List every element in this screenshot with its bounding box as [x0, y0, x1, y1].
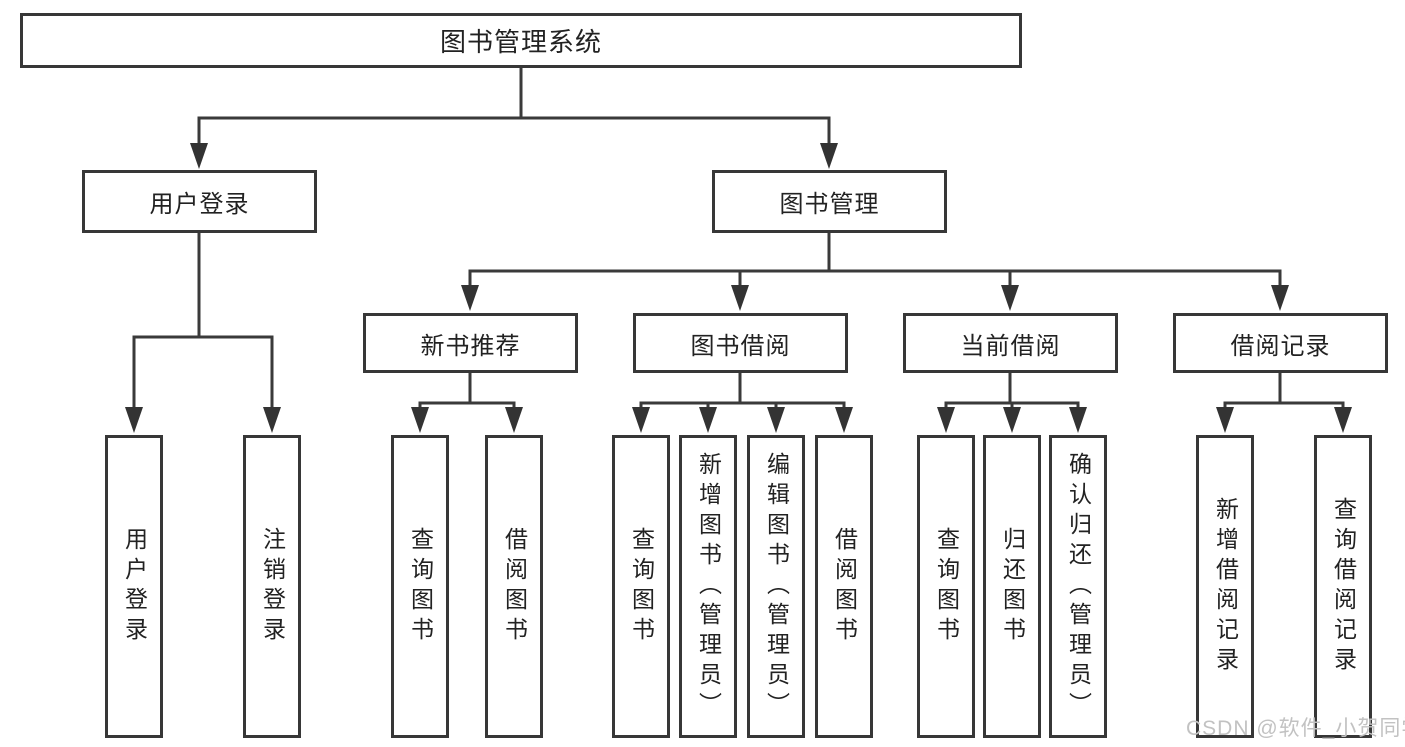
arrowhead	[1003, 407, 1021, 433]
leaf-records-add-record: 新增借阅记录	[1196, 435, 1254, 738]
arrowhead	[461, 285, 479, 311]
arrowhead	[1271, 285, 1289, 311]
arrowhead	[731, 285, 749, 311]
leaf-newrec-query-books-label: 查询图书	[407, 526, 434, 647]
arrowhead	[125, 407, 143, 433]
leaf-current-query-books-label: 查询图书	[933, 526, 960, 647]
node-book-management-label: 图书管理	[779, 191, 880, 218]
arrowhead	[767, 407, 785, 433]
leaf-borrowing-borrow-books-label: 借阅图书	[831, 526, 858, 647]
arrowhead	[820, 143, 838, 169]
arrowhead	[699, 407, 717, 433]
node-book-borrowing-label: 图书借阅	[690, 332, 791, 360]
arrowhead	[505, 407, 523, 433]
node-user-login-label: 用户登录	[149, 191, 250, 218]
leaf-logout-label: 注销登录	[259, 526, 286, 647]
leaf-records-query-record: 查询借阅记录	[1314, 435, 1372, 738]
node-current-borrowing-label: 当前借阅	[960, 332, 1061, 360]
leaf-borrowing-query-books: 查询图书	[612, 435, 670, 738]
arrowhead	[937, 407, 955, 433]
leaf-borrowing-borrow-books: 借阅图书	[815, 435, 873, 738]
node-book-management: 图书管理	[712, 170, 947, 233]
leaf-current-return-books: 归还图书	[983, 435, 1041, 738]
node-user-login: 用户登录	[82, 170, 317, 233]
leaf-borrowing-add-books: 新增图书（管理员）	[679, 435, 737, 738]
node-new-book-recommend: 新书推荐	[363, 313, 578, 373]
leaf-borrowing-edit-books: 编辑图书（管理员）	[747, 435, 805, 738]
arrowhead	[1001, 285, 1019, 311]
leaf-newrec-borrow-books-label: 借阅图书	[501, 526, 528, 647]
leaf-records-add-record-label: 新增借阅记录	[1212, 496, 1239, 677]
arrowhead	[835, 407, 853, 433]
leaf-newrec-borrow-books: 借阅图书	[485, 435, 543, 738]
leaf-current-confirm-return: 确认归还（管理员）	[1049, 435, 1107, 738]
csdn-watermark: CSDN @软件_小贺同学	[1186, 717, 1405, 740]
arrowhead	[632, 407, 650, 433]
leaf-current-confirm-return-label: 确认归还（管理员）	[1065, 451, 1092, 722]
arrowhead	[1069, 407, 1087, 433]
leaf-borrowing-query-books-label: 查询图书	[628, 526, 655, 647]
arrowhead	[411, 407, 429, 433]
leaf-borrowing-add-books-label: 新增图书（管理员）	[695, 451, 722, 722]
node-book-borrowing: 图书借阅	[633, 313, 848, 373]
arrowhead	[1334, 407, 1352, 433]
leaf-borrowing-edit-books-label: 编辑图书（管理员）	[763, 451, 790, 722]
arrowhead	[1216, 407, 1234, 433]
arrowhead	[190, 143, 208, 169]
leaf-current-query-books: 查询图书	[917, 435, 975, 738]
node-borrowing-records: 借阅记录	[1173, 313, 1388, 373]
node-borrowing-records-label: 借阅记录	[1230, 332, 1331, 360]
leaf-logout: 注销登录	[243, 435, 301, 738]
node-root: 图书管理系统	[20, 13, 1022, 68]
leaf-newrec-query-books: 查询图书	[391, 435, 449, 738]
arrowhead	[263, 407, 281, 433]
leaf-user-login-label: 用户登录	[121, 526, 148, 647]
leaf-user-login: 用户登录	[105, 435, 163, 738]
leaf-current-return-books-label: 归还图书	[999, 526, 1026, 647]
node-new-book-recommend-label: 新书推荐	[420, 332, 521, 360]
leaf-records-query-record-label: 查询借阅记录	[1330, 496, 1357, 677]
node-current-borrowing: 当前借阅	[903, 313, 1118, 373]
node-root-label: 图书管理系统	[439, 27, 602, 57]
